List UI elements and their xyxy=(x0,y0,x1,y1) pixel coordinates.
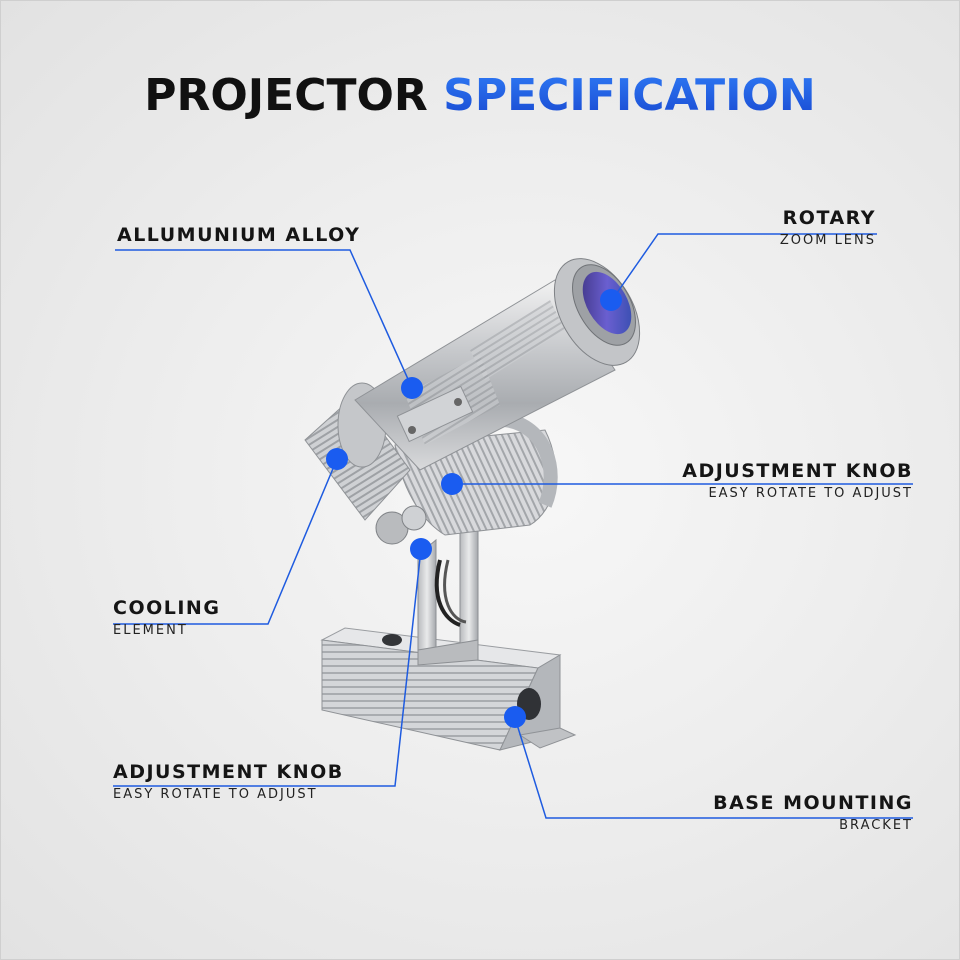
title-part-projector: PROJECTOR xyxy=(144,70,428,121)
projector-body xyxy=(304,258,641,545)
callout-knob2: ADJUSTMENT KNOB EASY ROTATE TO ADJUST xyxy=(113,761,344,802)
callout-base-sub: BRACKET xyxy=(839,818,913,833)
callout-rotary: ROTARY ZOOM LENS xyxy=(780,207,876,248)
callout-rotary-sub: ZOOM LENS xyxy=(779,233,876,248)
callout-knob1-sub: EASY ROTATE TO ADJUST xyxy=(708,486,913,501)
leader-lines xyxy=(113,233,913,819)
page-title: PROJECTOR SPECIFICATION xyxy=(0,70,960,121)
leader-cooling xyxy=(113,458,338,625)
leader-knob2 xyxy=(113,548,422,787)
dot-knob1 xyxy=(441,473,463,495)
leader-base xyxy=(514,717,913,819)
dot-cooling xyxy=(326,448,348,470)
callout-dots xyxy=(326,289,622,728)
callout-alloy: ALLUMUNIUM ALLOY xyxy=(117,224,360,246)
bracket xyxy=(417,514,479,666)
dot-rotary xyxy=(600,289,622,311)
callout-rotary-heading: ROTARY xyxy=(782,207,876,229)
callout-alloy-heading: ALLUMUNIUM ALLOY xyxy=(117,224,361,246)
dot-knob2 xyxy=(410,538,432,560)
title-part-specification: SPECIFICATION xyxy=(443,70,816,121)
dot-alloy xyxy=(401,377,423,399)
callout-knob2-sub: EASY ROTATE TO ADJUST xyxy=(113,787,318,802)
leader-rotary xyxy=(611,233,877,301)
callout-base: BASE MOUNTING BRACKET xyxy=(713,792,913,833)
callout-knob1: ADJUSTMENT KNOB EASY ROTATE TO ADJUST xyxy=(682,460,913,501)
leader-alloy xyxy=(115,249,413,389)
callout-cooling: COOLING ELEMENT xyxy=(113,597,220,638)
callout-base-heading: BASE MOUNTING xyxy=(713,792,913,814)
callout-cooling-heading: COOLING xyxy=(113,597,221,619)
callout-cooling-sub: ELEMENT xyxy=(113,623,188,638)
dot-base xyxy=(504,706,526,728)
callout-knob1-heading: ADJUSTMENT KNOB xyxy=(682,460,913,482)
callout-knob2-heading: ADJUSTMENT KNOB xyxy=(113,761,344,783)
